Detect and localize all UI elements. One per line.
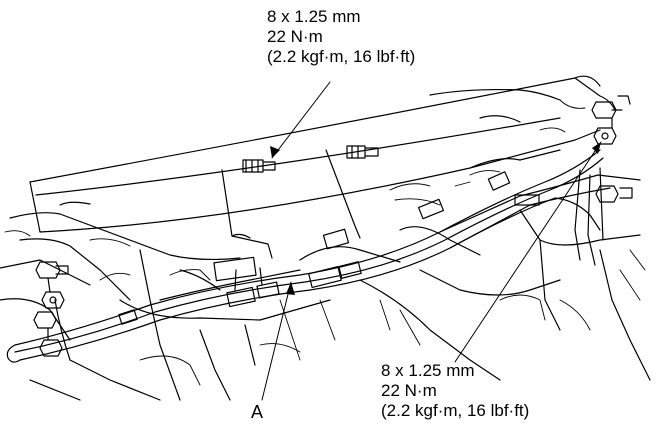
engine-bay-detail xyxy=(4,99,646,386)
arrowhead-part-a xyxy=(286,282,295,295)
bolt-upper-center xyxy=(346,145,379,159)
bolt-size-bottom: 8 x 1.25 mm xyxy=(381,361,475,380)
harness-bracket xyxy=(221,149,361,259)
leader-arrowheads xyxy=(270,142,601,295)
upper-body-panel xyxy=(29,75,616,233)
bolt-right-group xyxy=(591,95,633,203)
arrowhead-top xyxy=(270,146,280,158)
lower-frame xyxy=(0,209,651,401)
harness-connectors xyxy=(118,171,540,325)
bolt-left-group xyxy=(33,261,69,357)
part-label-a: A xyxy=(251,402,264,422)
leader-lines xyxy=(261,81,602,401)
wire-harness xyxy=(6,149,641,363)
bolt-upper-left xyxy=(242,159,276,173)
leader-bottom xyxy=(454,141,602,363)
leader-part-a xyxy=(261,281,292,401)
torque-callout-bottom: 8 x 1.25 mm 22 N·m (2.2 kgf·m, 16 lbf·ft… xyxy=(381,361,529,421)
arrowhead-bottom xyxy=(592,142,601,154)
torque-alt-bottom: (2.2 kgf·m, 16 lbf·ft) xyxy=(381,401,530,420)
torque-callout-top: 8 x 1.25 mm 22 N·m (2.2 kgf·m, 16 lbf·ft… xyxy=(267,7,415,67)
bolt-size-top: 8 x 1.25 mm xyxy=(267,7,361,26)
torque-alt-top: (2.2 kgf·m, 16 lbf·ft) xyxy=(267,47,416,66)
leader-top xyxy=(271,81,331,159)
torque-nm-bottom: 22 N·m xyxy=(381,381,437,400)
torque-nm-top: 22 N·m xyxy=(267,27,323,46)
